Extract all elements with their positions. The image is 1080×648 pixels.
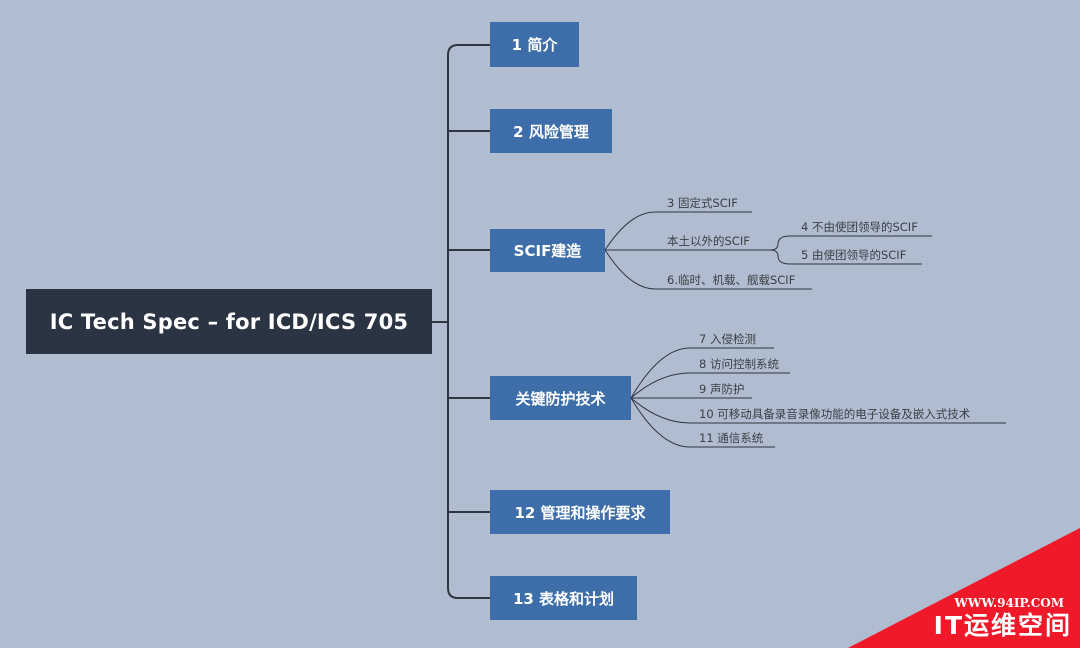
watermark-url: WWW.94IP.COM: [954, 596, 1064, 610]
root-topic[interactable]: IC Tech Spec – for ICD/ICS 705: [26, 289, 432, 354]
branch-intro[interactable]: 1 简介: [490, 22, 579, 67]
branch-risk-management[interactable]: 2 风险管理: [490, 109, 612, 153]
watermark-brand: IT运维空间: [933, 611, 1072, 640]
branch-forms-plans[interactable]: 13 表格和计划: [490, 576, 637, 620]
leaf-non-embassy-scif[interactable]: 4 不由使团领导的SCIF: [801, 220, 918, 234]
branch-risk-management-label: 2 风险管理: [513, 122, 589, 141]
leaf-access-control[interactable]: 8 访问控制系统: [699, 357, 779, 371]
branch-operations-label: 12 管理和操作要求: [514, 503, 646, 522]
leaf-communication-systems[interactable]: 11 通信系统: [699, 431, 764, 445]
leaf-embassy-scif[interactable]: 5 由使团领导的SCIF: [801, 248, 907, 262]
root-topic-label: IC Tech Spec – for ICD/ICS 705: [49, 309, 409, 334]
leaf-overseas-scif[interactable]: 本土以外的SCIF: [667, 234, 750, 248]
branch-key-protection-label: 关键防护技术: [515, 389, 606, 408]
branch-forms-plans-label: 13 表格和计划: [512, 589, 615, 608]
leaf-portable-devices[interactable]: 10 可移动具备录音录像功能的电子设备及嵌入式技术: [699, 407, 971, 421]
leaf-fixed-scif[interactable]: 3 固定式SCIF: [667, 196, 738, 210]
branch-operations[interactable]: 12 管理和操作要求: [490, 490, 670, 534]
branch-key-protection[interactable]: 关键防护技术: [490, 376, 631, 420]
watermark-triangle: [848, 528, 1080, 648]
branch-intro-label: 1 简介: [511, 36, 558, 54]
leaf-temporary-scif[interactable]: 6.临时、机载、舰载SCIF: [667, 273, 796, 287]
leaf-intrusion-detection[interactable]: 7 入侵检测: [699, 332, 756, 346]
branch-scif-construction[interactable]: SCIF建造: [490, 229, 605, 272]
leaf-acoustic-protection[interactable]: 9 声防护: [699, 382, 745, 396]
branch-scif-construction-label: SCIF建造: [513, 242, 582, 260]
